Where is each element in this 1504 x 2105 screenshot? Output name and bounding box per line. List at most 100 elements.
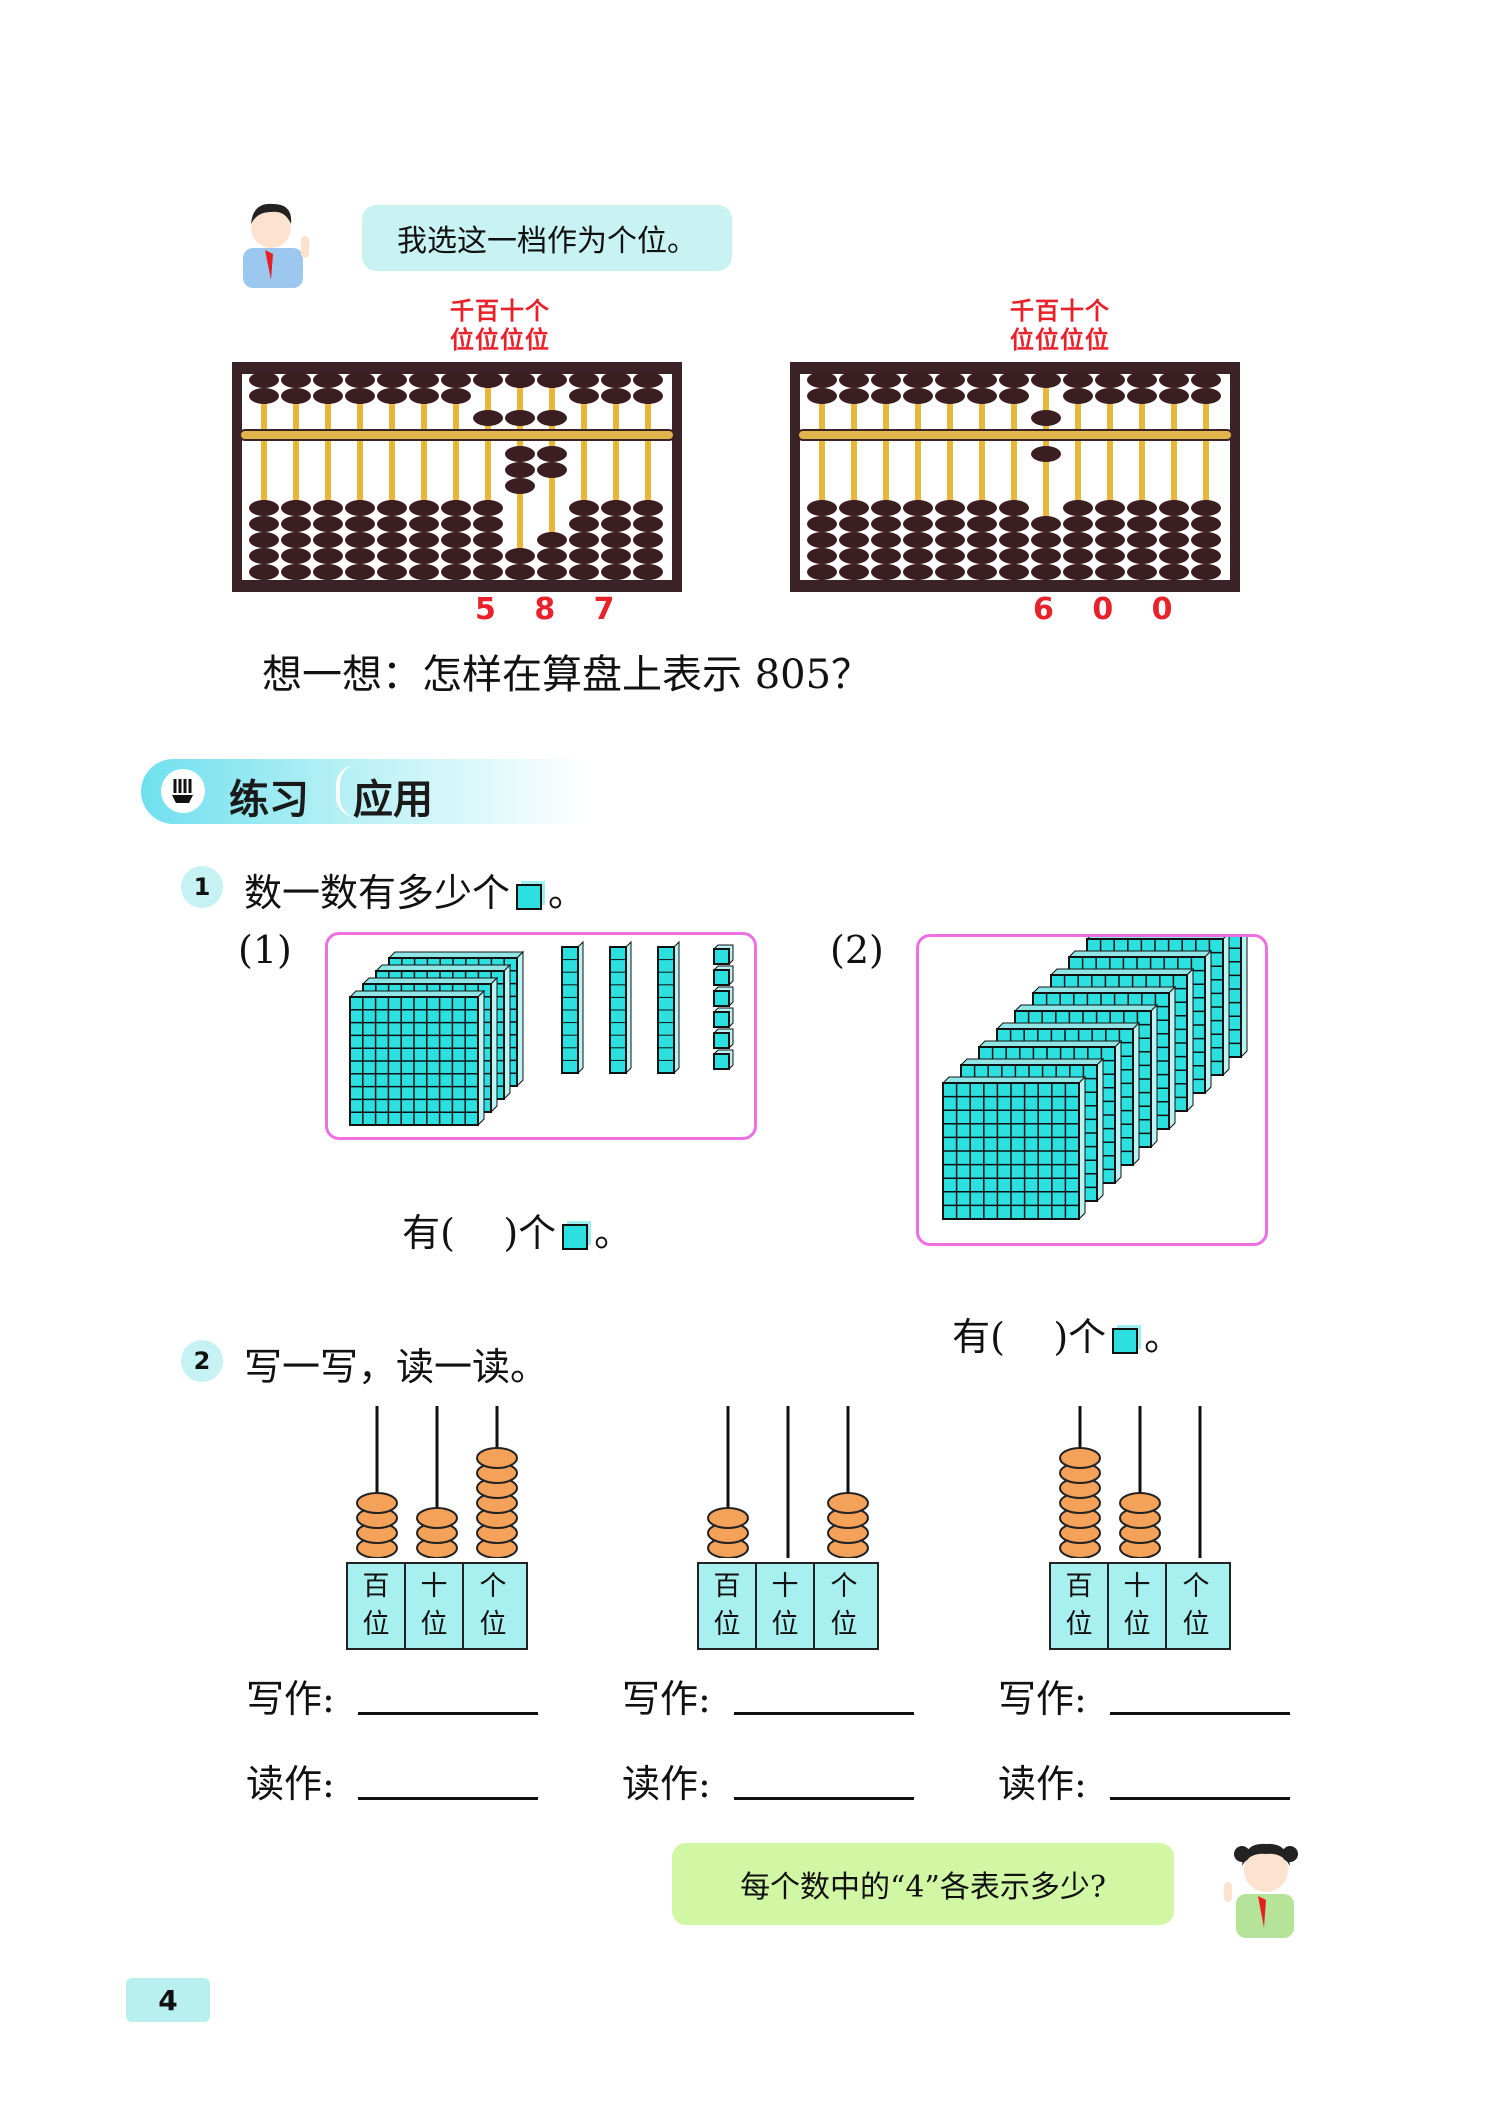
place-label-top: 十	[420, 1571, 448, 1602]
answer-period: 。	[1144, 1315, 1183, 1359]
abacus-rod	[851, 374, 857, 580]
place-label-top: 个	[830, 1571, 858, 1602]
place-label-bottom: 位	[771, 1609, 799, 1640]
place-label-bottom: 位	[1065, 1609, 1093, 1640]
abacus-bead	[441, 564, 471, 580]
abacus-rod	[1139, 374, 1145, 580]
place-label-top: 十	[771, 1571, 799, 1602]
abacus-bead	[967, 500, 997, 516]
read-as-answer-line[interactable]	[734, 1757, 914, 1800]
write-as-answer-line[interactable]	[1110, 1672, 1290, 1715]
abacus-bead	[967, 388, 997, 404]
abacus-rod	[453, 374, 459, 580]
write-as-answer-line[interactable]	[358, 1672, 538, 1715]
read-as-answer-line[interactable]	[1110, 1757, 1290, 1800]
abacus-bead	[313, 388, 343, 404]
counter-rods	[707, 1406, 869, 1559]
place-label-top: 十	[1123, 1571, 1151, 1602]
abacus-bead	[1063, 548, 1093, 564]
abacus-rod	[947, 374, 953, 580]
answer-prefix: 有(	[402, 1211, 455, 1255]
abacus-bead	[807, 548, 837, 564]
place-label-top: 个	[479, 1571, 507, 1602]
abacus-bead	[999, 516, 1029, 532]
abacus-bead	[249, 564, 279, 580]
place-labels-bottom: 位位位位	[1010, 326, 1110, 354]
place-labels-left: 千百十个 位位位位	[435, 297, 565, 355]
abacus-bead	[281, 548, 311, 564]
answer-suffix: )个	[503, 1211, 557, 1255]
abacus-bead	[505, 462, 535, 478]
abacus-600	[790, 362, 1240, 592]
abacus-bead	[967, 516, 997, 532]
section-title-application: 应用	[353, 777, 433, 823]
place-labels-top: 千百十个	[450, 297, 550, 325]
place-label-top: 百	[713, 1571, 741, 1602]
abacus-bead	[377, 500, 407, 516]
abacus-bead	[871, 548, 901, 564]
abacus-rod	[979, 374, 985, 580]
abacus-bead	[569, 372, 599, 388]
place-value-labels: 百位十位个位	[346, 1562, 528, 1650]
abacus-bead	[569, 388, 599, 404]
base-ten-blocks-part-2	[941, 913, 1249, 1221]
place-label: 百位	[699, 1564, 757, 1648]
abacus-bead	[569, 516, 599, 532]
abacus-bead	[569, 500, 599, 516]
abacus-bead	[601, 500, 631, 516]
abacus-bead	[1159, 564, 1189, 580]
part-2-picture-frame	[916, 913, 1268, 1246]
abacus-bead	[633, 500, 663, 516]
abacus-bead	[537, 532, 567, 548]
place-value-labels: 百位十位个位	[697, 1562, 879, 1650]
abacus-bead	[601, 388, 631, 404]
counter-bead	[1059, 1447, 1101, 1469]
read-as-answer-line[interactable]	[358, 1757, 538, 1800]
abacus-bead	[1031, 548, 1061, 564]
abacus-bead	[377, 388, 407, 404]
abacus-bead	[935, 532, 965, 548]
section-title-practice: 练习	[229, 777, 309, 823]
abacus-bead	[903, 500, 933, 516]
counter-bead	[707, 1507, 749, 1529]
page-number: 4	[126, 1978, 210, 2022]
abacus-rod	[645, 374, 651, 580]
abacus-bead	[871, 564, 901, 580]
abacus-rod	[1107, 374, 1113, 580]
place-labels-top: 千百十个	[1010, 297, 1110, 325]
counting-frame: 百位十位个位	[697, 1406, 879, 1650]
abacus-bead	[409, 388, 439, 404]
abacus-bead	[473, 564, 503, 580]
abacus-value-label: 5 8 7	[475, 592, 629, 627]
abacus-bead	[1063, 516, 1093, 532]
answer-blank[interactable]	[1005, 1315, 1053, 1359]
abacus-bead	[473, 516, 503, 532]
think-prompt: 想一想：怎样在算盘上表示 805？	[262, 652, 872, 698]
place-labels-right: 千百十个 位位位位	[995, 297, 1125, 355]
abacus-bead	[807, 500, 837, 516]
section-banner: 练习 应用	[141, 759, 591, 824]
write-as-answer-line[interactable]	[734, 1672, 914, 1715]
abacus-bead	[281, 564, 311, 580]
place-label-top: 百	[362, 1571, 390, 1602]
abacus-bead	[807, 532, 837, 548]
abacus-bead	[1159, 532, 1189, 548]
abacus-bead	[999, 388, 1029, 404]
question-1-period: 。	[548, 871, 587, 915]
abacus-bead	[377, 372, 407, 388]
abacus-bead	[1095, 532, 1125, 548]
abacus-bead	[537, 548, 567, 564]
read-as-label: 读作:	[998, 1762, 1087, 1806]
place-label-bottom: 位	[830, 1609, 858, 1640]
counter-rods	[1059, 1406, 1202, 1559]
counting-frame: 百位十位个位	[1049, 1406, 1231, 1650]
abacus-bead	[537, 462, 567, 478]
place-label: 百位	[348, 1564, 406, 1648]
abacus-bead	[569, 564, 599, 580]
place-label: 个位	[464, 1564, 522, 1648]
abacus-bead	[871, 532, 901, 548]
abacus-bead	[935, 500, 965, 516]
place-label: 十位	[757, 1564, 815, 1648]
place-label-bottom: 位	[1123, 1609, 1151, 1640]
answer-blank[interactable]	[455, 1211, 503, 1255]
